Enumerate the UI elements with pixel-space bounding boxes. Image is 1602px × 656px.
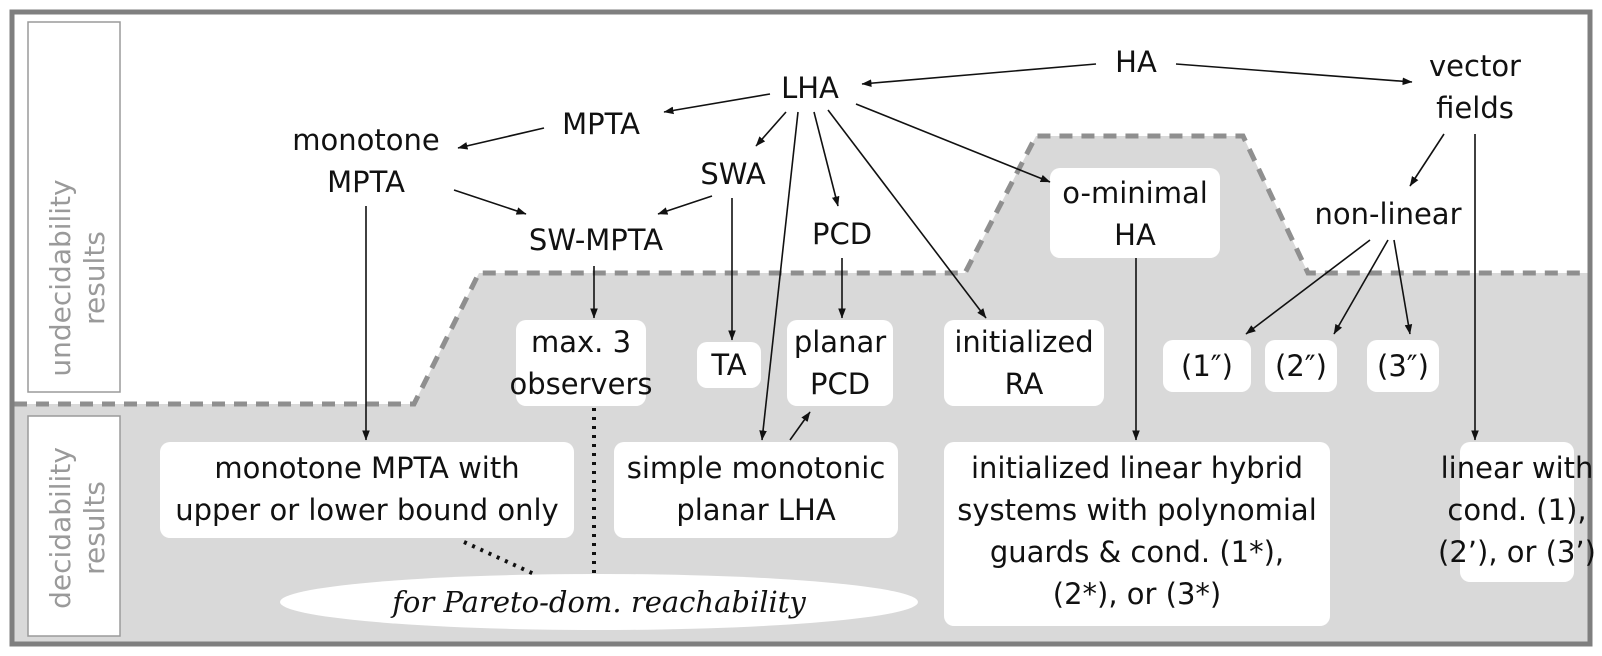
node-bound-line1: monotone MPTA with (214, 451, 519, 485)
node-planar-pcd-line1: planar (794, 325, 886, 359)
node-monotone-mpta-line2: MPTA (327, 165, 405, 199)
edge-nonlinear-3pp (1393, 239, 1413, 335)
node-cond-3pp: (3″) (1377, 349, 1429, 383)
decidability-label-box (27, 415, 121, 637)
node-cond-1pp: (1″) (1181, 349, 1233, 383)
edge-ha-vector-fields (1175, 63, 1413, 86)
node-vector-fields-line2: fields (1436, 91, 1514, 125)
edge-lha-o-minimal (855, 103, 1051, 183)
node-linear-with-line3: (2’), or (3’) (1438, 535, 1596, 569)
edge-simple-planar (789, 411, 811, 441)
node-initialized-linear-line3: guards & cond. (1*), (990, 535, 1284, 569)
initialized-linear-box (944, 442, 1330, 626)
node-initialized-linear-line2: systems with polynomial (957, 493, 1317, 527)
ta-box (697, 342, 761, 388)
decidability-boundary (14, 133, 1588, 407)
node-simple-line1: simple monotonic (627, 451, 886, 485)
node-linear-with-line1: linear with (1441, 451, 1594, 485)
node-initialized-linear-line1: initialized linear hybrid (971, 451, 1303, 485)
node-sw-mpta: SW-MPTA (529, 223, 663, 257)
edge-mpta-monotone (457, 127, 545, 150)
pareto-ellipse (280, 574, 918, 630)
node-mpta: MPTA (562, 107, 640, 141)
edge-nonlinear-2pp (1333, 239, 1389, 335)
node-linear-with-line2: cond. (1), (1447, 493, 1586, 527)
monotone-mpta-bound-box (160, 442, 574, 538)
cond-2pp-box (1265, 340, 1337, 392)
edge-lha-pcd (813, 111, 840, 207)
node-monotone-mpta-line1: monotone (292, 123, 439, 157)
edge-ha-lha (861, 63, 1097, 87)
planar-pcd-box (787, 320, 893, 406)
undecidability-label-box (27, 21, 121, 393)
initialized-ra-box (944, 320, 1104, 406)
node-lha: LHA (781, 71, 839, 105)
edge-lha-swa (755, 111, 787, 147)
outer-border (9, 9, 1593, 647)
edge-lha-initialized-ra (827, 109, 987, 319)
node-planar-pcd-line2: PCD (810, 367, 870, 401)
undecidability-label-line2: results (78, 231, 111, 325)
node-o-minimal-line1: o-minimal (1062, 176, 1208, 210)
cond-3pp-box (1367, 340, 1439, 392)
max3-observers-box (516, 320, 646, 406)
undecidability-label-line1: undecidability (44, 179, 77, 376)
edge-nonlinear-1pp (1245, 239, 1371, 335)
node-non-linear: non-linear (1315, 197, 1462, 231)
node-swa: SWA (700, 157, 765, 191)
node-bound-line2: upper or lower bound only (175, 493, 558, 527)
edges (362, 63, 1479, 441)
node-cond-2pp: (2″) (1275, 349, 1327, 383)
node-max3-line2: observers (509, 367, 652, 401)
node-pareto: for Pareto-dom. reachability (390, 585, 806, 619)
node-initialized-linear-line4: (2*), or (3*) (1053, 577, 1221, 611)
node-o-minimal-line2: HA (1114, 218, 1156, 252)
node-pcd: PCD (812, 217, 872, 251)
o-minimal-ha-box (1050, 168, 1220, 258)
decidability-label-line1: decidability (44, 447, 77, 609)
node-max3-line1: max. 3 (531, 325, 631, 359)
cond-1pp-box (1163, 340, 1251, 392)
edge-monotone-swmpta (453, 189, 527, 215)
edge-lha-simple (759, 111, 799, 441)
node-ha: HA (1115, 45, 1157, 79)
node-simple-line2: planar LHA (676, 493, 835, 527)
edge-lha-mpta (663, 93, 771, 115)
node-vector-fields-line1: vector (1429, 49, 1521, 83)
edge-swa-swmpta (657, 195, 713, 215)
decidability-label-line2: results (78, 481, 111, 575)
dotted-line-bound-pareto (463, 540, 535, 576)
edge-vector-nonlinear (1409, 133, 1445, 187)
node-ta: TA (710, 348, 746, 382)
node-initialized-ra-line1: initialized (954, 325, 1093, 359)
simple-monotonic-box (614, 442, 898, 538)
node-initialized-ra-line2: RA (1005, 367, 1044, 401)
linear-with-box (1460, 442, 1574, 582)
